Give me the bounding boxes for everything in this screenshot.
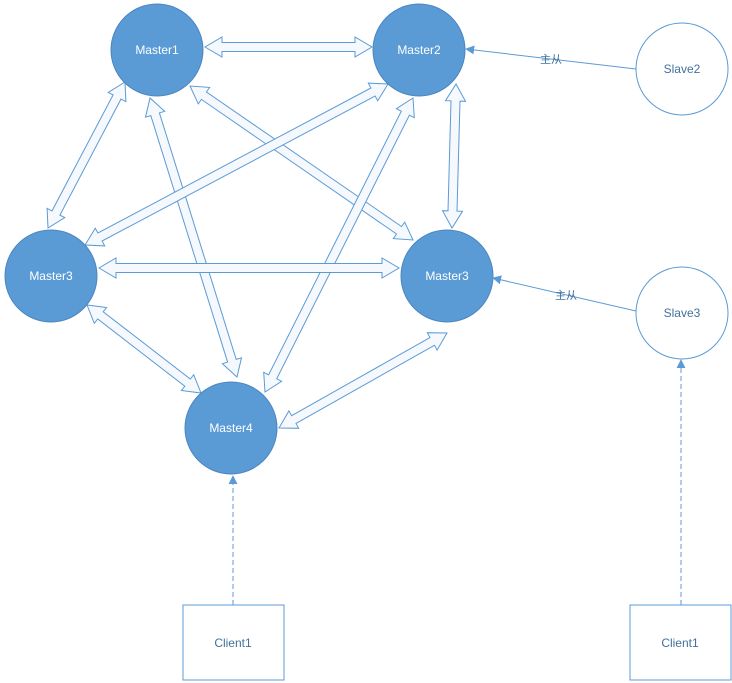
node-client1-left: Client1 <box>182 604 285 681</box>
node-slave2: Slave2 <box>635 22 729 116</box>
double-arrow-master2-master3-right <box>441 83 467 229</box>
node-client1-right: Client1 <box>629 604 732 681</box>
double-arrow-master2-master3-left <box>84 82 389 247</box>
node-label-master3-right: Master3 <box>425 269 469 283</box>
replication-links <box>465 45 637 312</box>
node-label-master1: Master1 <box>135 43 179 57</box>
node-master1: Master1 <box>110 3 204 97</box>
double-arrow-master2-master4 <box>263 97 415 393</box>
double-arrow-master1-master4 <box>144 97 243 378</box>
node-label-client1-right: Client1 <box>661 636 699 650</box>
edge-label-slave3-master3: 主从 <box>555 289 577 302</box>
node-master4: Master4 <box>184 381 278 475</box>
node-label-slave3: Slave3 <box>664 306 701 320</box>
node-master3-right: Master3 <box>400 229 494 323</box>
double-arrow-master3-left-master4 <box>86 304 202 394</box>
client-links <box>228 359 686 605</box>
connector-slave3-master3 <box>492 275 637 312</box>
double-arrow-master1-master3-left <box>46 81 127 229</box>
node-label-master2: Master2 <box>397 43 441 57</box>
node-master2: Master2 <box>372 3 466 97</box>
master-links <box>46 36 467 429</box>
double-arrow-master3-right-master4 <box>278 332 448 429</box>
node-master3-left: Master3 <box>4 229 98 323</box>
double-arrow-master3-left-right <box>98 257 400 279</box>
node-label-master3-left: Master3 <box>29 269 73 283</box>
connector-slave2-master2 <box>465 45 637 70</box>
double-arrow-master1-master2 <box>204 36 373 58</box>
edge-label-slave2-master2: 主从 <box>540 53 562 66</box>
node-label-slave2: Slave2 <box>664 62 701 76</box>
node-label-client1-left: Client1 <box>214 636 252 650</box>
node-slave3: Slave3 <box>635 266 729 360</box>
node-label-master4: Master4 <box>209 421 253 435</box>
